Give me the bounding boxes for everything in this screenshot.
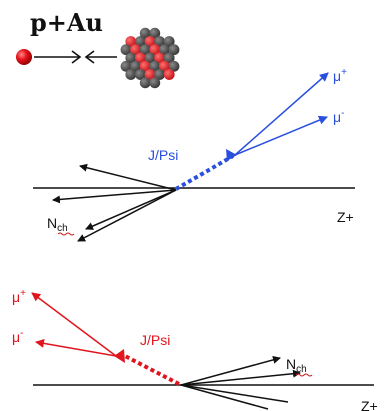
nucleon <box>135 52 146 64</box>
nucleon <box>120 60 132 72</box>
spell-underline-bottom <box>295 373 313 377</box>
nucleon <box>139 44 151 56</box>
nucleon <box>130 44 142 56</box>
nucleon <box>154 36 166 47</box>
mu-minus-track-backward <box>35 338 117 357</box>
nucleon <box>139 27 151 39</box>
track-top-4 <box>77 189 177 242</box>
nucleon <box>144 69 156 80</box>
proton-icon <box>16 49 32 65</box>
top-event: J/Psi μ+ μ- Nch Z+ <box>33 67 355 242</box>
nucleon <box>163 69 175 80</box>
nucleon <box>159 60 170 72</box>
jpsi-label-top: J/Psi <box>148 147 178 163</box>
nucleon <box>135 36 146 47</box>
nucleon <box>135 69 146 80</box>
nucleon <box>125 36 137 47</box>
title: p+Au <box>30 8 103 37</box>
mu-plus-label-top: μ+ <box>333 67 347 84</box>
jpsi-decay-vertex-backward <box>114 349 125 363</box>
track-bottom-1 <box>180 355 281 386</box>
nucleon <box>149 60 161 72</box>
nucleon <box>154 52 166 64</box>
beam-header: p+Au <box>16 8 180 89</box>
converging-arrows-icon <box>34 50 117 64</box>
track-bottom-2 <box>180 369 301 386</box>
nucleon <box>120 44 132 56</box>
nucleon <box>149 27 161 39</box>
jpsi-path-backward <box>124 354 180 386</box>
bottom-event: J/Psi μ+ μ- Nch Z+ <box>12 288 378 411</box>
track-bottom-4 <box>180 384 269 410</box>
nucleon <box>125 52 137 64</box>
mu-plus-label-bottom: μ+ <box>12 288 26 305</box>
nucleon <box>163 36 175 47</box>
jpsi-decay-vertex-forward <box>226 149 237 161</box>
bottom-charged-tracks <box>180 355 301 410</box>
gold-nucleus-icon <box>120 27 180 89</box>
mu-minus-label-bottom: μ- <box>12 328 23 345</box>
track-top-2 <box>52 189 177 204</box>
spell-underline-top <box>57 232 75 236</box>
nucleon <box>144 36 156 47</box>
jpsi-label-bottom: J/Psi <box>140 332 170 348</box>
nch-label-top: Nch <box>47 215 68 234</box>
nucleon <box>149 44 161 56</box>
nucleon <box>139 77 151 89</box>
mu-minus-track-forward <box>234 115 328 156</box>
nucleon <box>125 69 137 80</box>
nucleon <box>149 77 161 89</box>
mu-plus-track-forward <box>234 72 329 156</box>
nch-label-bottom: Nch <box>286 356 307 375</box>
axis-label-top: Z+ <box>337 209 354 225</box>
track-top-1 <box>79 163 177 191</box>
nucleon <box>144 52 156 64</box>
jpsi-path-forward <box>174 154 235 191</box>
nucleon <box>139 60 151 72</box>
mu-plus-track-backward <box>31 292 117 357</box>
track-bottom-3 <box>180 384 289 403</box>
track-top-3 <box>85 189 177 230</box>
nucleon <box>130 60 142 72</box>
mu-minus-label-top: μ- <box>333 108 344 125</box>
nucleon <box>168 44 180 56</box>
nucleon <box>163 52 175 64</box>
axis-label-bottom: Z+ <box>361 398 378 411</box>
top-charged-tracks <box>52 163 177 242</box>
nucleon <box>154 69 166 80</box>
nucleon <box>159 44 170 56</box>
nucleon <box>168 60 180 72</box>
